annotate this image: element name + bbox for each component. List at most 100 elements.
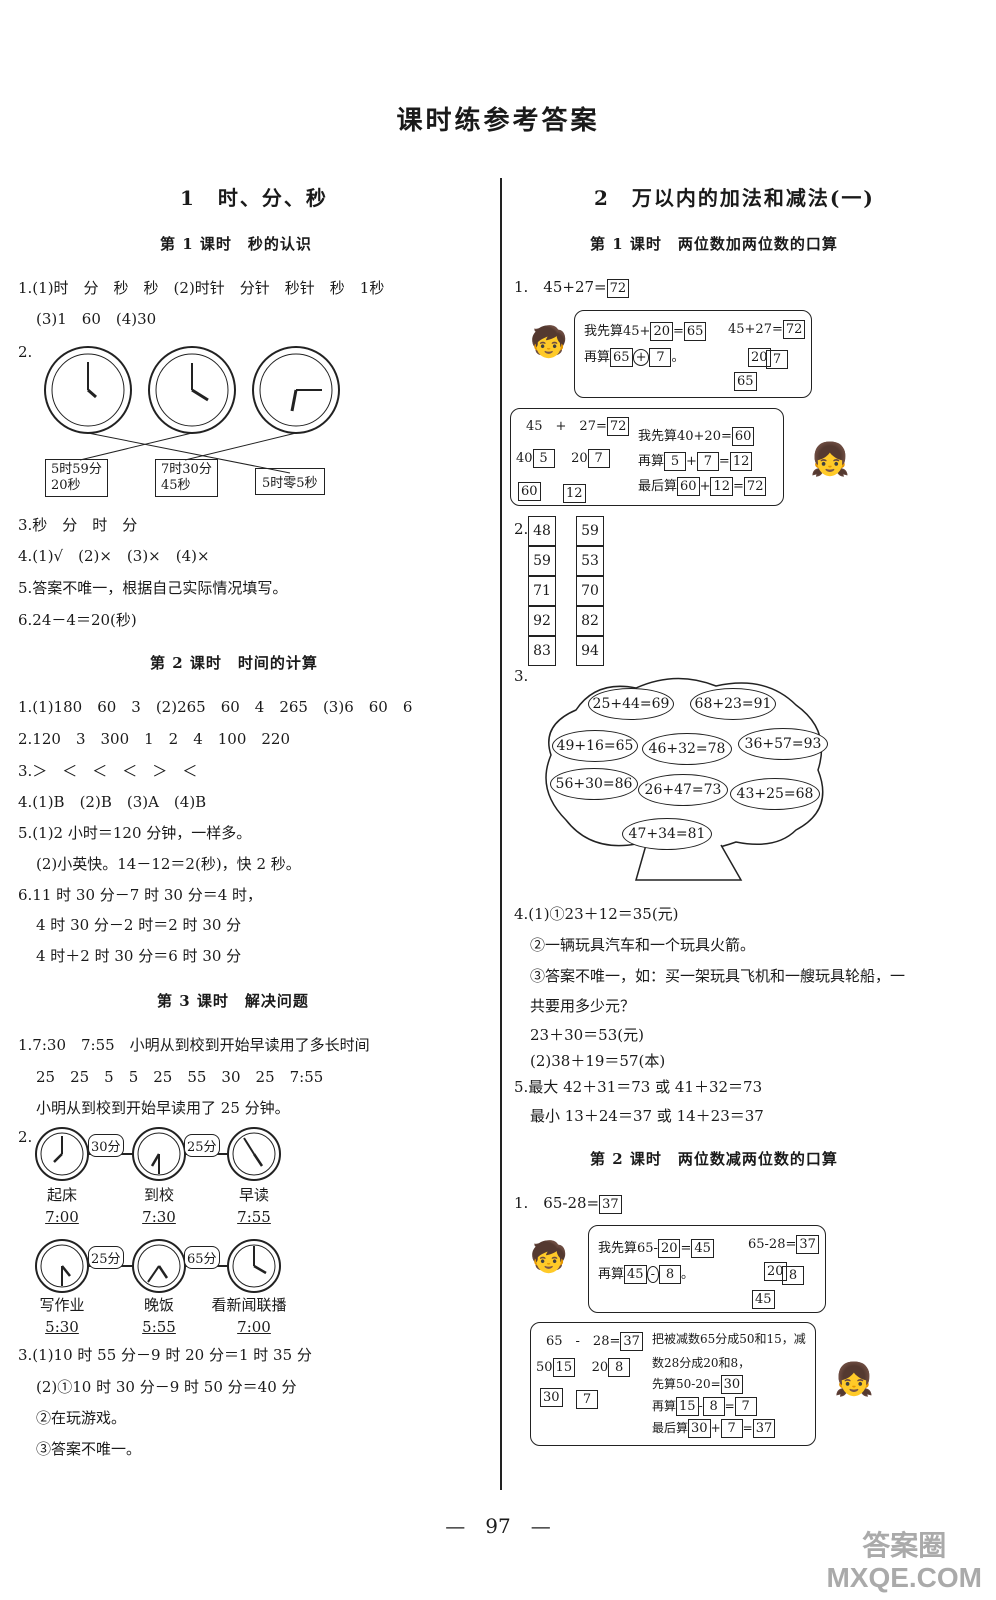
l2-answer-1: 1.(1)180 60 3 (2)265 60 4 265 (3)6 60 6 [18,698,413,716]
bubble-1-line-1: 我先算45+20=65 [584,320,707,341]
apple-equation: 36+57=93 [738,728,828,760]
gap-label: 65分 [184,1246,220,1269]
clock-label-2: 7时30分 45秒 [155,459,218,497]
bubble-4-top: 65 - 28=37 [546,1330,643,1351]
bubble-text: 再算 [584,350,611,365]
apple-equation: 43+25=68 [730,778,820,810]
apple-equation: 49+16=65 [552,730,638,762]
number-cell: 71 [528,576,556,606]
answer-box: 8 [782,1266,804,1285]
number-cell: 70 [576,576,604,606]
activity-time: 7:00 [237,1318,271,1336]
gap-label: 30分 [88,1134,124,1157]
l2-answer-6-c: 4 时＋2 时 30 分＝6 时 30 分 [36,947,242,965]
answer-1-cont: (3)1 60 (4)30 [36,310,157,328]
activity-label: 写作业 [39,1296,85,1314]
clock-icon [35,1127,89,1181]
r-answer-1-text: 1. 45+27= [514,278,607,296]
answer-box: 20 [748,348,771,367]
activity-time: 5:55 [142,1318,176,1336]
clock-row-2 [35,1239,281,1293]
answer-box: 7 [649,348,672,367]
section-title-time: 1 时、分、秒 [180,186,328,210]
page-number: — 97 — [445,1514,551,1538]
number-cell: 94 [576,636,604,666]
answer-3: 3.秒 分 时 分 [18,516,138,534]
speech-bubble-1 [574,310,812,398]
answer-box: 37 [599,1195,622,1214]
watermark-logo: 答案圈 MXQE.COM [826,1530,982,1593]
l3-answer-3-b: (2)①10 时 30 分－9 时 50 分＝40 分 [36,1378,297,1396]
l2-answer-5-cont: (2)小英快。14－12＝2(秒)，快 2 秒。 [36,855,301,873]
answer-box: 65 [610,348,633,367]
activity-time: 5:30 [45,1318,79,1336]
lesson-1-title-right: 第 1 课时 两位数加两位数的口算 [590,235,838,253]
clock-icon [227,1239,281,1293]
page-title: 课时练参考答案 [396,106,600,136]
girl-avatar-icon: 👧 [810,440,850,478]
r-l2-answer-1: 1. 65-28=37 [514,1192,622,1214]
l3-answer-1-c: 小明从到校到开始早读用了 25 分钟。 [36,1099,290,1117]
answer-box: 65 [734,372,757,391]
answer-box: 20 [650,322,673,341]
column-divider [500,178,502,1490]
apple-equation: 25+44=69 [588,688,674,720]
girl-avatar-icon: 👧 [834,1360,874,1398]
clock-icon [132,1127,186,1181]
bubble-text: 45+27= [728,322,783,337]
apple-equation: 46+32=78 [642,733,732,765]
l3-answer-2-label: 2. [18,1128,33,1146]
clock-icon [227,1127,281,1181]
bubble-4-line-1: 把被减数65分成50和15，减 [652,1332,806,1346]
answer-box: 65 [683,322,707,341]
number-cell: 82 [576,606,604,636]
r-answer-5: 5.最大 42＋31＝73 或 41＋32＝73 [514,1078,763,1096]
bubble-text: + [632,349,650,366]
activity-time: 7:55 [237,1208,271,1226]
clock-label-1: 5时59分 20秒 [45,459,108,497]
answer-box: 7 [766,350,788,369]
activity-time: 7:00 [45,1208,79,1226]
clock-icon [44,346,132,434]
activity-time: 7:30 [142,1208,176,1226]
lesson-1-title: 第 1 课时 秒的认识 [160,235,312,253]
bubble-2-line-1: 我先算40+20=60 [638,425,755,446]
answer-box: 7 [576,1390,598,1409]
r-answer-4-c: ③答案不唯一，如：买一架玩具飞机和一艘玩具轮船，一 [530,967,906,985]
bubble-4-line-3: 先算50-20=30 [652,1375,744,1394]
answer-4: 4.(1)√ (2)× (3)× (4)× [18,547,210,565]
gap-label: 25分 [184,1134,220,1157]
apple-equation: 68+23=91 [690,688,776,720]
bubble-3-split: 65-28=37 [748,1235,819,1254]
bubble-1-split: 45+27=72 [728,320,806,339]
clock-row-1 [35,1127,281,1181]
answer-box: 72 [606,279,630,298]
boy-avatar-icon: 🧒 [530,325,568,360]
bubble-text: 我先算45+ [584,324,651,339]
l2-answer-3: 3.＞ ＜ ＜ ＜ ＞ ＜ [18,762,198,780]
number-column-2: 59 53 70 82 94 [576,516,604,666]
l2-answer-2: 2.120 3 300 1 2 4 100 220 [18,730,291,748]
clock-icon [148,346,236,434]
gap-label: 25分 [88,1246,124,1269]
boy-avatar-icon: 🧒 [530,1240,568,1275]
l3-answer-1-b: 25 25 5 5 25 55 30 25 7:55 [36,1068,324,1086]
clock-icon [35,1239,89,1293]
answer-5: 5.答案不唯一，根据自己实际情况填写。 [18,579,288,597]
bubble-text: 。 [671,350,685,365]
l2-answer-6-b: 4 时 30 分－2 时＝2 时 30 分 [36,916,242,934]
answer-box: 20 [764,1262,787,1281]
answer-box: 72 [782,320,806,339]
r-answer-5-b: 最小 13＋24＝37 或 14＋23＝37 [530,1107,764,1125]
clock-icon [132,1239,186,1293]
speech-bubble-3 [588,1225,826,1313]
l2-answer-4: 4.(1)B (2)B (3)A (4)B [18,793,207,811]
answer-box: 12 [563,484,586,503]
speech-bubble-2 [510,408,784,506]
r-answer-4-d: 共要用多少元？ [530,997,636,1015]
answer-1: 1.(1)时 分 秒 秒 (2)时针 分针 秒针 秒 1秒 [18,279,385,297]
